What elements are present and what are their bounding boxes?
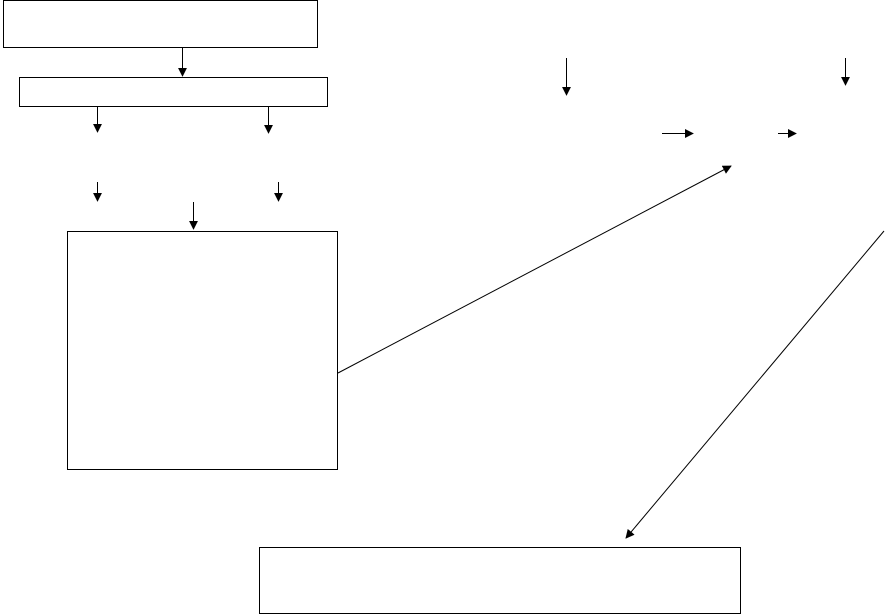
second-box <box>19 77 328 107</box>
bottom-wide-box <box>259 547 741 614</box>
arrow-center-box-to-upper-right <box>337 165 732 374</box>
top-box <box>3 0 318 48</box>
arrow-right-edge-to-bottom-box <box>625 230 885 539</box>
center-square-box <box>67 231 338 470</box>
